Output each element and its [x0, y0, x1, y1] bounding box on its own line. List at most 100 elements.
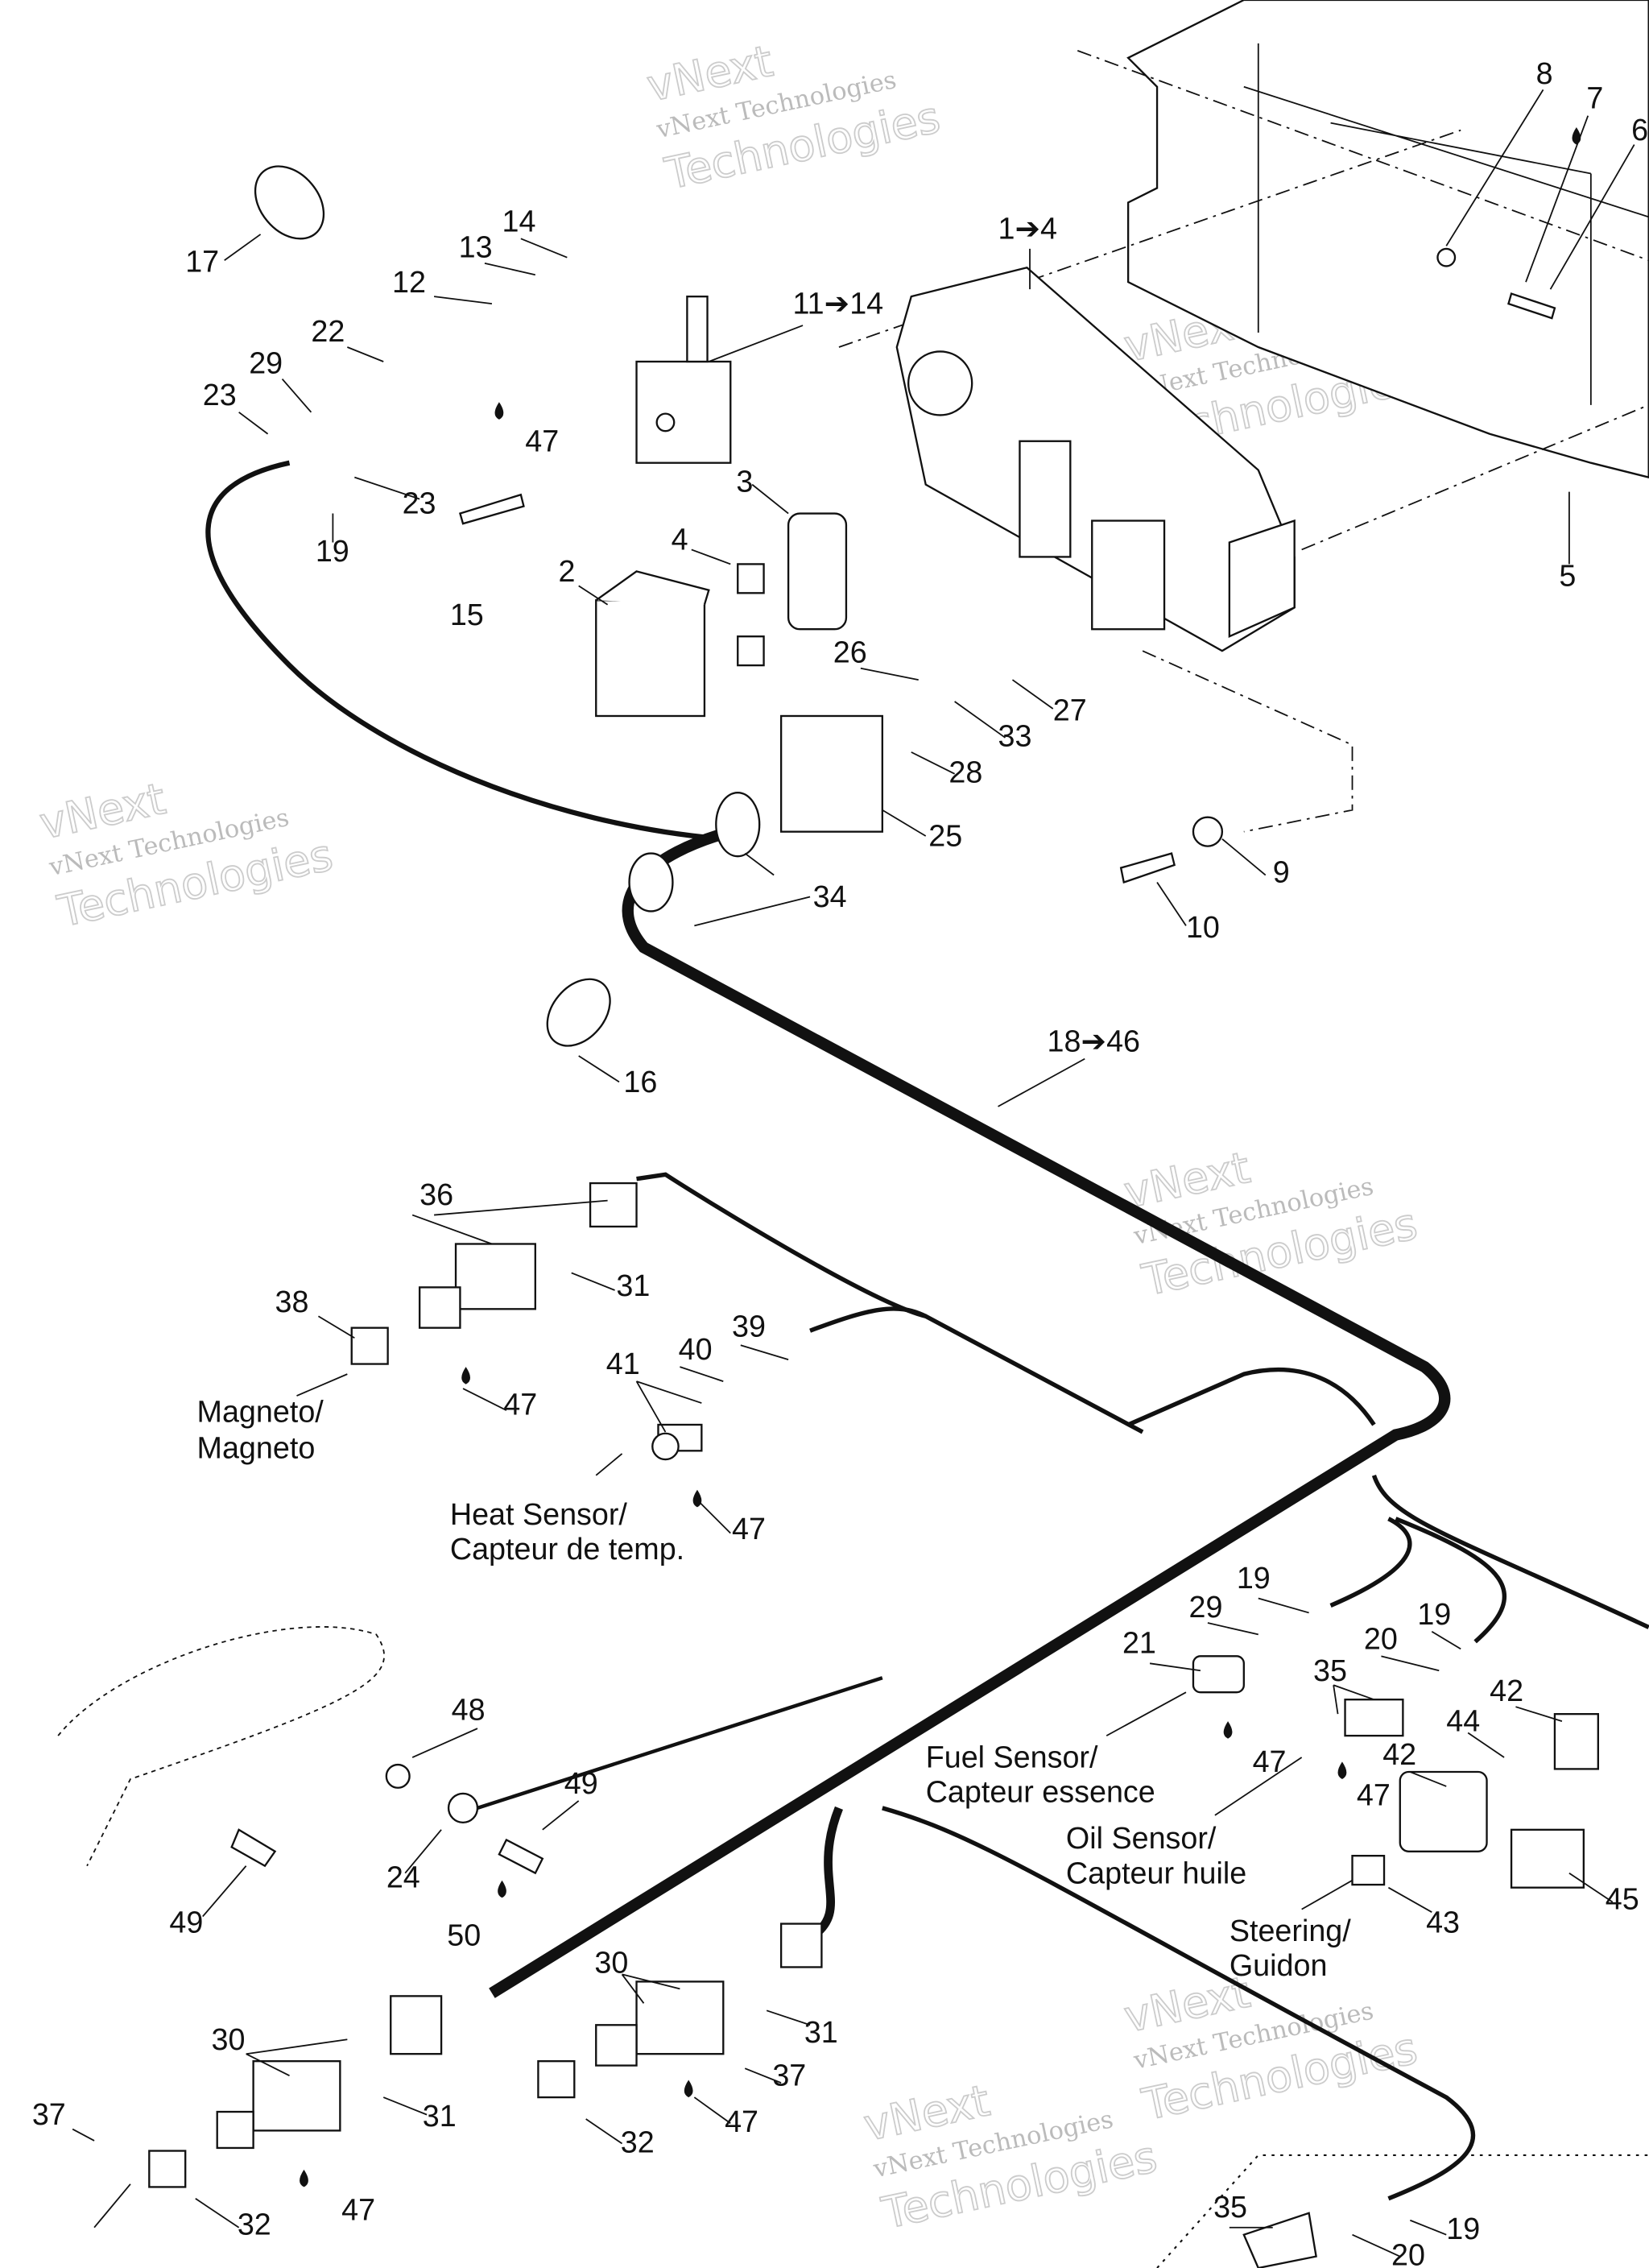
screw — [1119, 852, 1176, 884]
callout: 5 — [1559, 558, 1576, 592]
callout: 10 — [1186, 910, 1220, 944]
callout: 49 — [169, 1905, 203, 1939]
callout: 11➔14 — [792, 287, 883, 321]
magneto-label: Magneto/ — [197, 1394, 324, 1428]
cable-tie — [254, 165, 325, 240]
callout: 41 — [606, 1347, 640, 1380]
callout: 47 — [725, 2105, 758, 2138]
callout: 31 — [423, 2099, 457, 2133]
callout: 47 — [341, 2193, 375, 2227]
callout: 26 — [833, 635, 867, 669]
callout: 19 — [316, 534, 349, 568]
drop-icon — [684, 2080, 693, 2098]
callout: 47 — [732, 1512, 766, 1546]
callout: 19 — [1417, 1597, 1451, 1631]
callout: 47 — [503, 1387, 537, 1421]
callout: 47 — [1253, 1744, 1287, 1778]
oil-sensor-label: Capteur huile — [1066, 1856, 1246, 1889]
oil-sensor-label: Oil Sensor/ — [1066, 1821, 1217, 1855]
callout: 32 — [238, 2208, 271, 2241]
callout: 49 — [564, 1766, 598, 1800]
drop-icon — [300, 2169, 308, 2187]
drop-icon — [1337, 1761, 1347, 1779]
callout: 24 — [386, 1860, 420, 1894]
callout: 48 — [452, 1692, 486, 1726]
screw — [458, 493, 525, 525]
cable-tie — [546, 978, 611, 1047]
washer — [1192, 816, 1224, 847]
callout: 6 — [1631, 113, 1648, 147]
callout: 31 — [616, 1269, 650, 1302]
drop-icon — [498, 1880, 506, 1898]
callout: 36 — [419, 1177, 453, 1211]
callout-numbers: 8 7 6 1➔4 11➔14 17 14 13 12 22 29 23 47 … — [32, 56, 1648, 2268]
callout: 35 — [1213, 2190, 1247, 2224]
fuse — [737, 635, 765, 667]
callout: 45 — [1606, 1882, 1639, 1916]
callout: 27 — [1053, 693, 1087, 726]
sensor-labels: Magneto/ Magneto Heat Sensor/ Capteur de… — [197, 1394, 1352, 1982]
callout: 15 — [450, 598, 484, 631]
callout: 19 — [1446, 2212, 1480, 2245]
callout: 7 — [1586, 81, 1603, 115]
callout: 16 — [623, 1065, 657, 1099]
callout: 30 — [594, 1946, 628, 1980]
callout: 43 — [1426, 1905, 1460, 1939]
heat-sensor-label: Heat Sensor/ — [450, 1497, 628, 1531]
callout: 38 — [275, 1285, 309, 1318]
ecu-module — [895, 266, 1296, 652]
callout: 44 — [1446, 1704, 1480, 1738]
callout: 20 — [1391, 2237, 1425, 2268]
callout: 3 — [736, 465, 753, 499]
callout: 40 — [679, 1332, 713, 1366]
steering-label: Steering/ — [1230, 1914, 1351, 1947]
relay — [595, 599, 706, 718]
drop-icon — [461, 1367, 470, 1384]
callout: 30 — [212, 2022, 246, 2056]
connector — [635, 360, 732, 464]
mounting-bracket — [1126, 0, 1649, 478]
drop-icon — [1572, 127, 1581, 145]
drop-icon — [494, 402, 504, 420]
drop-icon — [1223, 1721, 1233, 1739]
drop-icon — [692, 1489, 702, 1508]
callout: 25 — [928, 819, 962, 853]
steering-label: Guidon — [1230, 1948, 1328, 1982]
callout: 2 — [559, 554, 576, 588]
callout: 35 — [1313, 1653, 1347, 1687]
callout: 50 — [447, 1918, 481, 1952]
callout: 32 — [621, 2125, 655, 2158]
callout: 17 — [185, 245, 219, 279]
callout: 31 — [804, 2015, 838, 2049]
seal — [787, 512, 848, 631]
fuse — [737, 563, 765, 594]
callout: 19 — [1237, 1561, 1271, 1595]
callout: 47 — [1357, 1778, 1391, 1811]
fuel-sensor-label: Fuel Sensor/ — [926, 1740, 1098, 1774]
heat-sensor-label: Capteur de temp. — [450, 1532, 684, 1566]
callout: 1➔4 — [998, 211, 1058, 245]
magneto-label: Magneto — [197, 1430, 316, 1464]
callout: 29 — [249, 346, 283, 379]
callout: 28 — [948, 755, 982, 789]
callout: 4 — [672, 522, 688, 556]
callout: 22 — [311, 314, 345, 348]
callout: 29 — [1189, 1590, 1223, 1624]
callout: 42 — [1490, 1674, 1523, 1707]
callout: 14 — [502, 204, 536, 238]
callout: 8 — [1536, 56, 1553, 90]
callout: 34 — [813, 879, 847, 913]
fuel-sensor-label: Capteur essence — [926, 1775, 1155, 1809]
wiring-harness — [205, 460, 1649, 2201]
callout: 42 — [1382, 1737, 1416, 1771]
callout: 20 — [1364, 1621, 1398, 1655]
callout: 12 — [392, 265, 426, 299]
callout: 37 — [32, 2097, 66, 2131]
callout: 23 — [403, 486, 436, 520]
callout: 23 — [203, 378, 237, 412]
connector-housing — [779, 714, 884, 833]
callout: 37 — [772, 2059, 806, 2092]
